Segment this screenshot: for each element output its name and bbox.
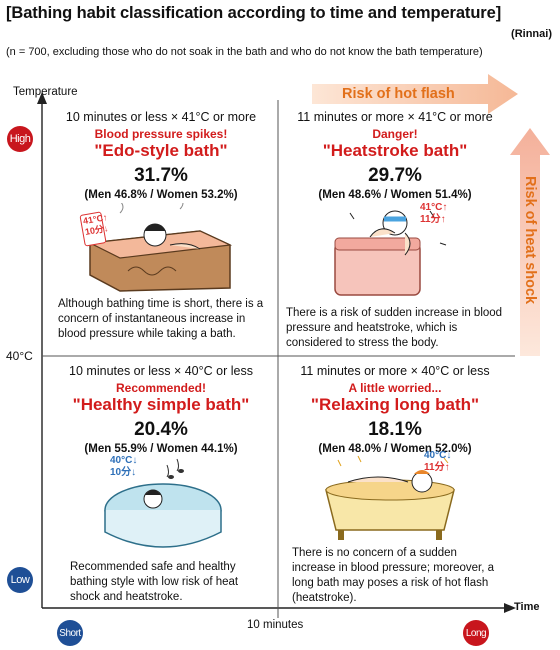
healthy-bath-illustration	[104, 458, 222, 548]
thermo-label: 41°C↑11分↑	[420, 202, 448, 225]
description: Although bathing time is short, there is…	[58, 298, 264, 340]
page-title: [Bathing habit classification according …	[6, 4, 502, 22]
x-axis-label: Time	[514, 601, 540, 613]
quadrant-relaxing-long: 11 minutes or more × 40°C or less A litt…	[282, 364, 508, 455]
percentage: 18.1%	[368, 419, 422, 440]
heatstroke-bath-illustration	[334, 210, 447, 296]
quadrant-healthy-simple: 10 minutes or less × 40°C or less Recomm…	[48, 364, 274, 455]
low-badge: Low	[7, 567, 33, 593]
condition-text: 10 minutes or less × 40°C or less	[69, 364, 253, 378]
bath-name: "Relaxing long bath"	[310, 395, 480, 414]
y-axis-arrowhead	[37, 92, 47, 104]
condition-text: 11 minutes or more × 41°C or more	[297, 110, 493, 124]
x-axis-arrowhead	[504, 603, 516, 613]
tag-text: A little worried...	[348, 381, 442, 395]
relaxing-bath-illustration	[325, 455, 455, 540]
y-axis-label: Temperature	[13, 86, 78, 98]
heat-shock-label: Risk of heat shock	[522, 176, 538, 305]
gender-breakdown: (Men 55.9% / Women 44.1%)	[84, 443, 238, 455]
condition-text: 11 minutes or more × 40°C or less	[300, 364, 490, 378]
description: There is a risk of sudden increase in bl…	[286, 307, 503, 349]
description: There is no concern of a sudden increase…	[292, 547, 494, 604]
heat-shock-arrow	[510, 128, 550, 356]
bath-name: "Heatstroke bath"	[322, 141, 468, 160]
percentage: 20.4%	[134, 419, 188, 440]
high-badge: High	[7, 126, 33, 152]
tag-text: Recommended!	[115, 381, 207, 395]
edo-bath-illustration	[87, 203, 233, 292]
quadrant-edo-style: 10 minutes or less × 41°C or more Blood …	[48, 110, 274, 201]
percentage: 29.7%	[368, 165, 422, 186]
percentage: 31.7%	[134, 165, 188, 186]
hot-flash-label: Risk of hot flash	[342, 86, 455, 102]
condition-text: 10 minutes or less × 41°C or more	[65, 110, 257, 124]
description: Recommended safe and healthy bathing sty…	[70, 561, 239, 603]
tag-text: Danger!	[372, 127, 418, 141]
hot-flash-arrow	[312, 74, 518, 114]
long-badge: Long	[463, 620, 489, 646]
temperature-threshold: 40°C	[6, 349, 33, 363]
bath-name: "Healthy simple bath"	[72, 395, 250, 414]
time-threshold: 10 minutes	[247, 619, 304, 631]
quadrant-heatstroke: 11 minutes or more × 41°C or more Danger…	[282, 110, 508, 201]
tag-text: Blood pressure spikes!	[94, 127, 228, 141]
thermo-label: 40°C↓11分↑	[424, 450, 452, 473]
gender-breakdown: (Men 48.6% / Women 51.4%)	[318, 189, 472, 201]
gender-breakdown: (Men 48.0% / Women 52.0%)	[318, 443, 472, 455]
gender-breakdown: (Men 46.8% / Women 53.2%)	[84, 189, 238, 201]
thermo-label: 41°C↑10分↓	[82, 212, 110, 237]
thermo-label: 40°C↓10分↓	[110, 455, 138, 478]
short-badge: Short	[57, 620, 83, 646]
sample-note: (n = 700, excluding those who do not soa…	[6, 46, 483, 58]
bath-name: "Edo-style bath"	[94, 141, 228, 160]
source-label: (Rinnai)	[511, 28, 552, 40]
